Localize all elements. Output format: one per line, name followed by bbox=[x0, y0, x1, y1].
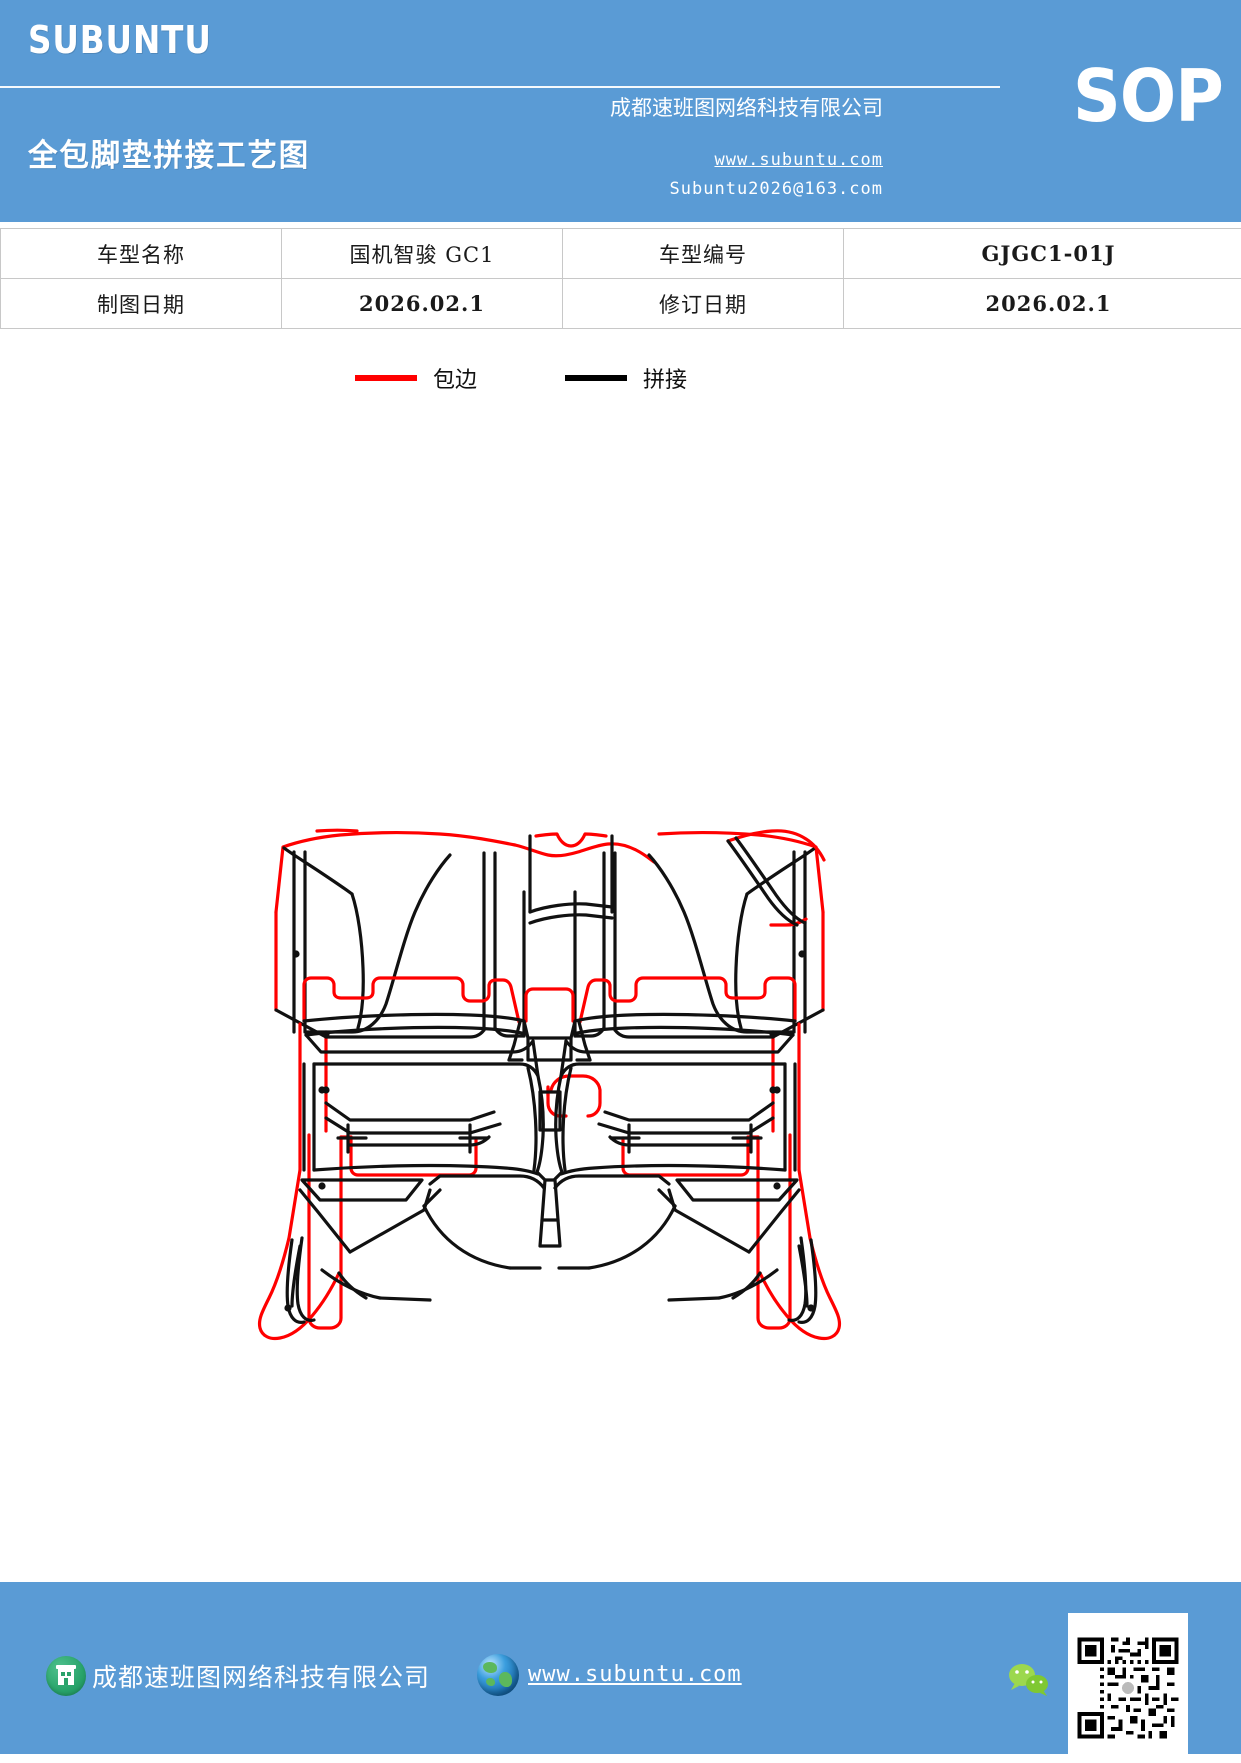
footer-website-link[interactable]: www.subuntu.com bbox=[528, 1662, 742, 1687]
qr-code bbox=[1068, 1613, 1188, 1763]
legend-swatch-black-icon bbox=[565, 375, 627, 381]
cell-model-code-value: GJGC1-01J bbox=[844, 229, 1241, 279]
page-header: SUBUNTU 全包脚垫拼接工艺图 SOP 成都速班图网络科技有限公司 www.… bbox=[0, 0, 1241, 222]
rear-seam-right bbox=[555, 1014, 807, 1306]
brand-logo: SUBUNTU bbox=[28, 18, 212, 62]
table-row: 制图日期 2026.02.1 修订日期 2026.02.1 bbox=[1, 279, 1241, 329]
cell-model-code-label: 车型编号 bbox=[563, 229, 844, 279]
rear-row-mat-assembly bbox=[259, 978, 839, 1339]
cell-revise-date-value: 2026.02.1 bbox=[844, 279, 1241, 329]
legend-item-seam: 拼接 bbox=[565, 362, 687, 394]
globe-icon bbox=[477, 1654, 519, 1696]
page-footer: 成都速班图网络科技有限公司 www.subuntu.com bbox=[0, 1582, 1241, 1754]
header-company-name: 成都速班图网络科技有限公司 bbox=[610, 92, 883, 122]
header-divider bbox=[0, 86, 1000, 88]
rear-seam-center bbox=[509, 1021, 590, 1246]
cell-draw-date-label: 制图日期 bbox=[1, 279, 282, 329]
legend-label-binding: 包边 bbox=[433, 362, 477, 394]
rear-seam-left bbox=[292, 1014, 544, 1306]
cell-draw-date-value: 2026.02.1 bbox=[282, 279, 563, 329]
rear-binding-center-cap bbox=[526, 989, 573, 1021]
rear-seam-wings bbox=[287, 1238, 816, 1322]
header-email[interactable]: Subuntu2026@163.com bbox=[670, 179, 883, 199]
legend-swatch-red-icon bbox=[355, 375, 417, 381]
registration-dots bbox=[292, 950, 805, 1093]
wechat-icon bbox=[1005, 1660, 1055, 1700]
front-row-mat-assembly bbox=[276, 830, 824, 1328]
cell-model-name-label: 车型名称 bbox=[1, 229, 282, 279]
legend-item-binding: 包边 bbox=[355, 362, 477, 394]
table-row: 车型名称 国机智骏 GC1 车型编号 GJGC1-01J bbox=[1, 229, 1241, 279]
page-title: 全包脚垫拼接工艺图 bbox=[28, 130, 310, 175]
qr-code-image bbox=[1074, 1634, 1182, 1742]
drawing-canvas bbox=[0, 400, 1241, 1420]
drawing-legend: 包边 拼接 bbox=[0, 358, 1241, 398]
floor-mat-technical-drawing bbox=[0, 400, 1241, 1420]
vehicle-info-table: 车型名称 国机智骏 GC1 车型编号 GJGC1-01J 制图日期 2026.0… bbox=[0, 228, 1241, 329]
cell-model-name-value: 国机智骏 GC1 bbox=[282, 229, 563, 279]
legend-label-seam: 拼接 bbox=[643, 362, 687, 394]
building-glyph-icon bbox=[46, 1656, 86, 1696]
header-website-link[interactable]: www.subuntu.com bbox=[714, 150, 883, 170]
footer-company-name: 成都速班图网络科技有限公司 bbox=[92, 1658, 430, 1694]
sop-badge: SOP bbox=[1073, 54, 1223, 138]
building-icon bbox=[46, 1656, 86, 1696]
wechat-glyph-icon bbox=[1005, 1660, 1055, 1700]
seam-lines-center bbox=[530, 836, 612, 923]
cell-revise-date-label: 修订日期 bbox=[563, 279, 844, 329]
